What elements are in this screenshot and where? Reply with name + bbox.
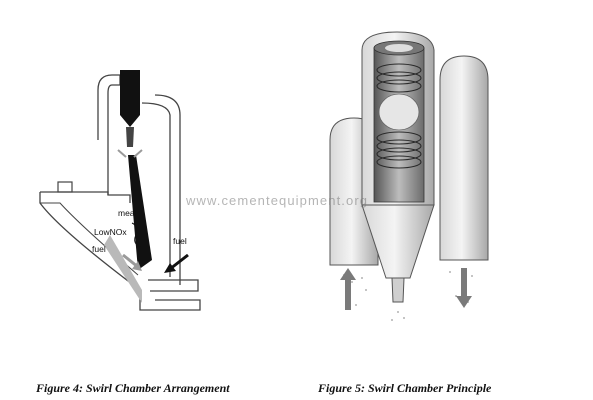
watermark-text: www.cementequipment.org — [186, 193, 369, 208]
lownox-label: LowNOx — [94, 227, 127, 237]
figure-4-caption: Figure 4: Swirl Chamber Arrangement — [36, 381, 230, 395]
meal-label: meal — [118, 208, 137, 218]
figure-5-diagram — [322, 20, 502, 330]
fuel-left-label: fuel — [92, 244, 106, 254]
swirl-chamber-arrangement-drawing — [39, 70, 201, 311]
figure-4-diagram: meal LowNOx fuel fuel — [30, 55, 230, 320]
swirl-chamber-principle-drawing — [329, 31, 489, 321]
fuel-right-label: fuel — [173, 236, 187, 246]
figure-5-caption: Figure 5: Swirl Chamber Principle — [318, 381, 492, 395]
